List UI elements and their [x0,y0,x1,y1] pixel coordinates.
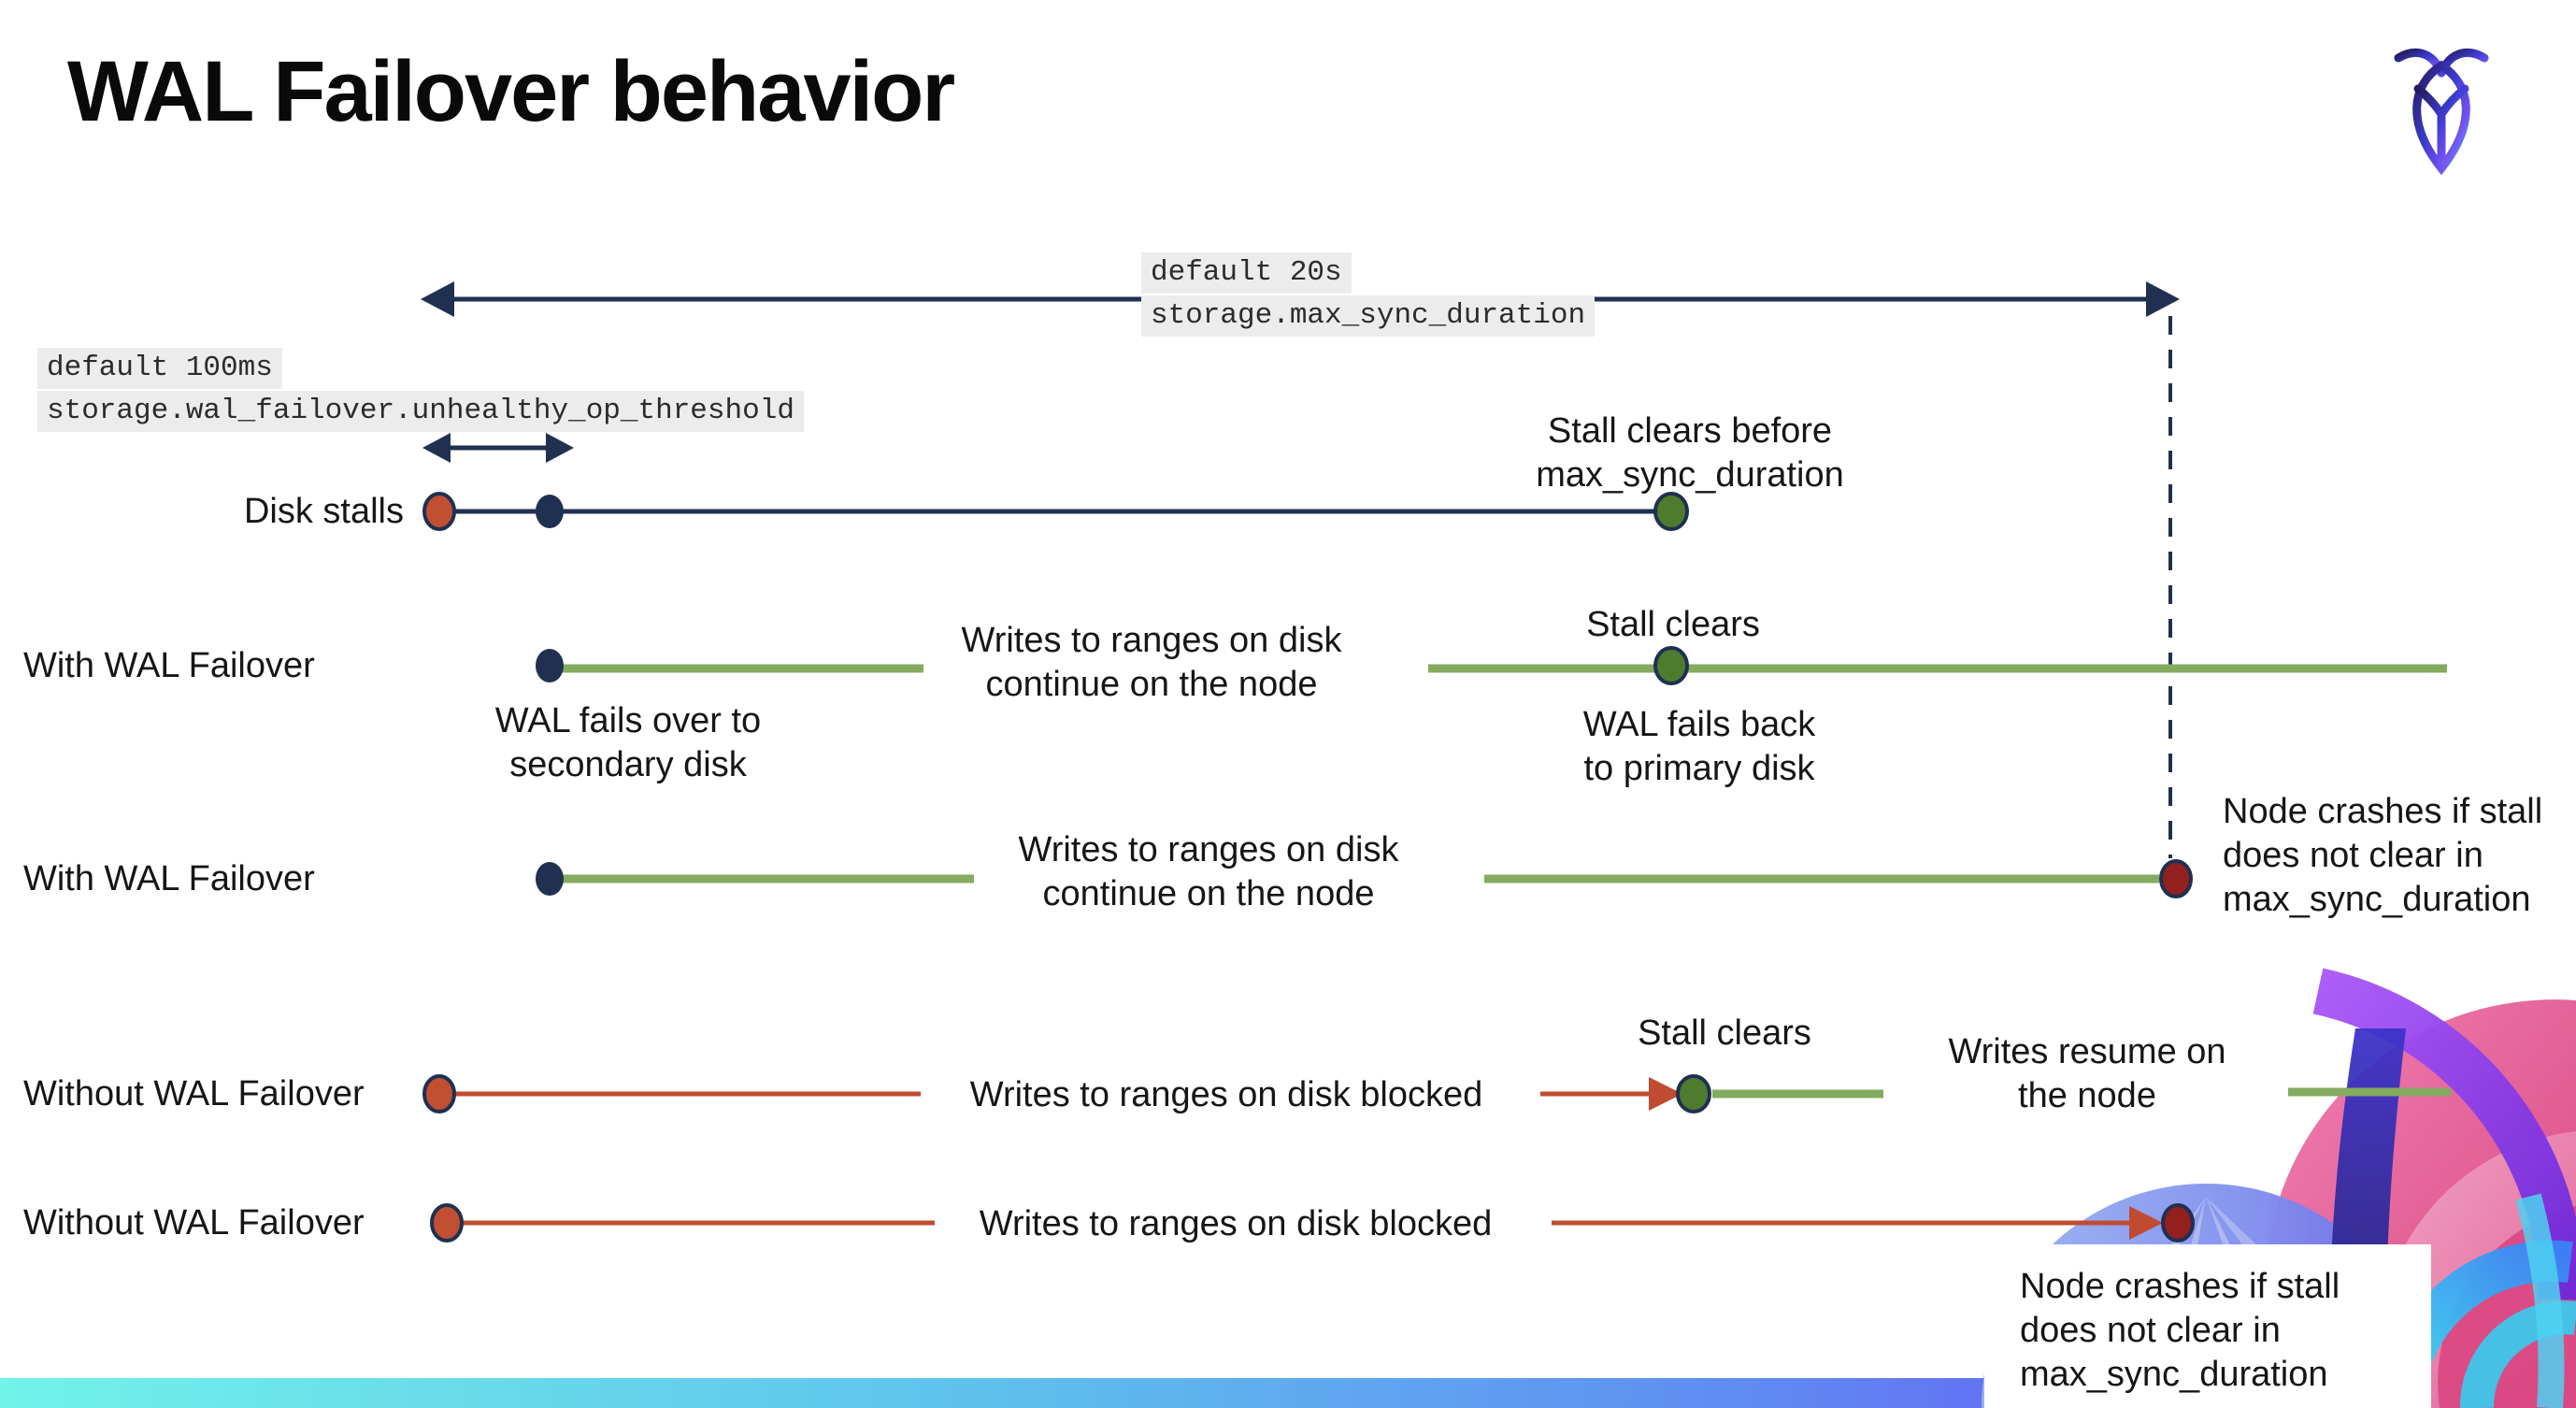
stall-clears-note: Stall clears [1638,1013,1811,1053]
stall-start-dot [430,1203,464,1243]
row-label-with-wal-failover-1: With WAL Failover [23,646,315,685]
writes-resume-note: Writes resume on the node [1948,1032,2226,1115]
writes-continue-note: Writes to ranges on disk continue on the… [961,621,1342,704]
stall-clears-before-note: Stall clears before max_sync_duration [1536,411,1844,495]
stall-clears-note: Stall clears [1586,605,1760,644]
failover-trigger-dot [536,495,564,528]
stall-start-dot [422,1074,456,1113]
max-sync-setting-label: storage.max_sync_duration [1141,295,1596,337]
node-crash-note: Node crashes if stall does not clear in … [2223,792,2543,919]
arrowhead-left-icon [421,281,454,317]
code-chip: default 20s [1141,252,1352,294]
stall-start-dot [422,492,456,531]
arrowhead-right-icon [546,433,574,463]
threshold-setting-label: storage.wal_failover.unhealthy_op_thresh… [37,391,804,432]
failover-dot [536,649,564,682]
logo-inner-y [2413,84,2469,165]
art-purple-band [2312,968,2576,1300]
threshold-default-label: default 100ms [37,348,282,389]
arrowhead-right-icon [1649,1077,1682,1111]
crash-note-box: Node crashes if stall does not clear in … [1984,1244,2431,1408]
stall-clears-dot [1676,1074,1711,1113]
failover-note: WAL fails over to secondary disk [494,701,762,784]
writes-blocked-note: Writes to ranges on disk blocked [979,1204,1493,1243]
code-chip: storage.max_sync_duration [1141,295,1596,337]
arrowhead-right-icon [2146,281,2180,317]
cockroach-labs-logo-icon [2394,48,2489,176]
row-label-without-wal-failover-2: Without WAL Failover [23,1203,365,1243]
crash-note-text: Node crashes if stall does not clear in … [2020,1267,2340,1394]
writes-continue-note: Writes to ranges on disk continue on the… [1018,830,1399,913]
row-label-with-wal-failover-2: With WAL Failover [23,859,315,898]
node-crash-dot [2159,859,2193,898]
arrowhead-left-icon [422,433,451,463]
page-title: WAL Failover behavior [67,44,955,139]
art-cyan-rib [2515,1193,2565,1408]
max-sync-default-label: default 20s [1141,252,1352,294]
node-crash-dot [2161,1203,2195,1243]
stall-clears-dot [1653,492,1689,531]
writes-blocked-note: Writes to ranges on disk blocked [969,1075,1483,1114]
code-chip: default 100ms [37,348,282,389]
failback-note: WAL fails back to primary disk [1582,705,1816,788]
arrowhead-right-icon [2129,1206,2163,1240]
row-label-disk-stalls: Disk stalls [243,492,404,531]
stall-clears-dot [1653,646,1689,685]
row-label-without-wal-failover-1: Without WAL Failover [23,1074,365,1113]
code-chip: storage.wal_failover.unhealthy_op_thresh… [37,391,804,432]
failover-dot [536,862,564,896]
